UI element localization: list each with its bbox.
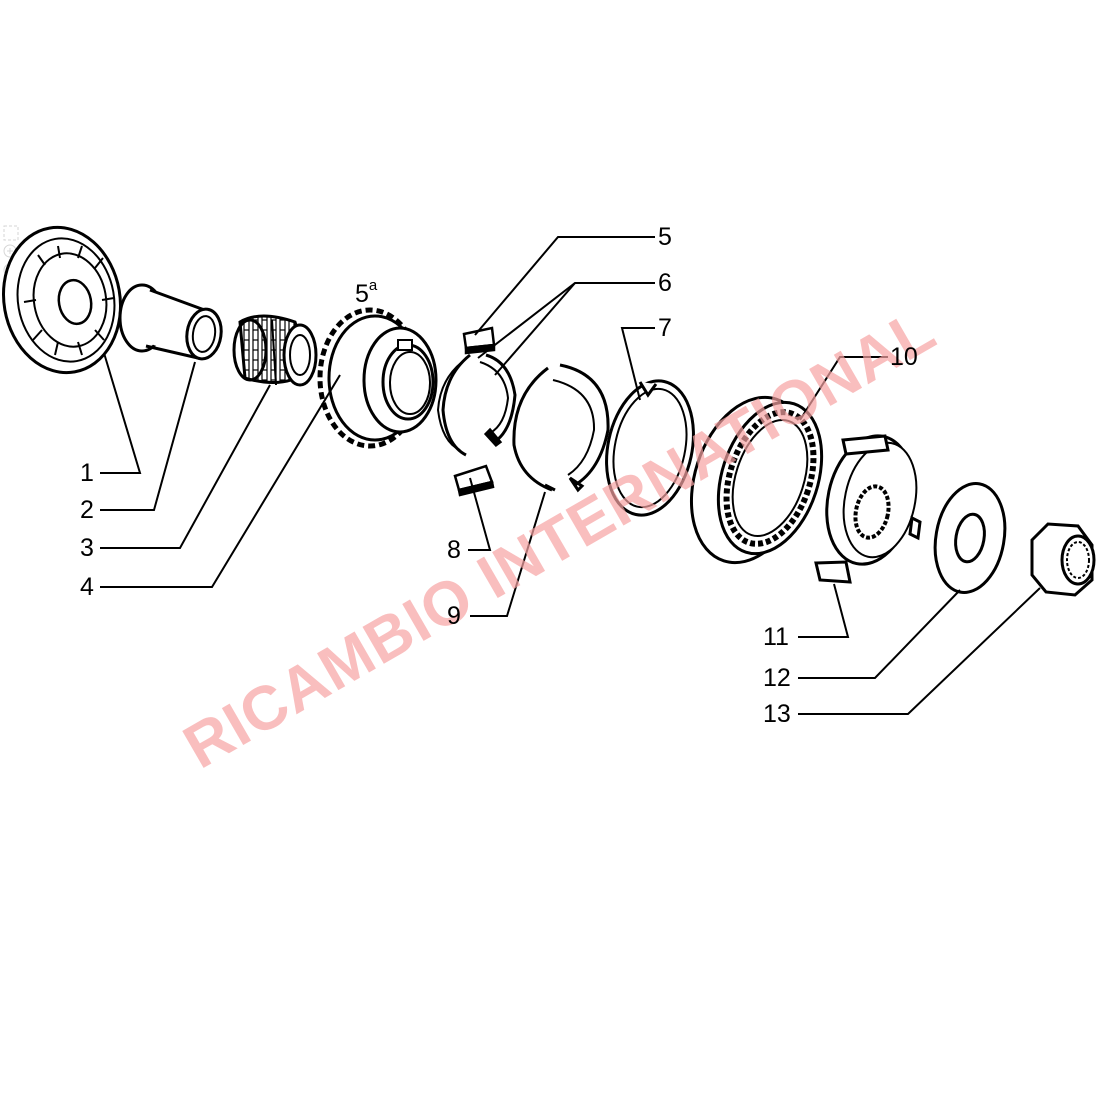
part-3-needle-roller-cage xyxy=(232,314,318,387)
part-11-synchro-hub xyxy=(814,434,922,584)
callout-5: 5 xyxy=(658,223,672,251)
part-7-thrust-ring xyxy=(605,379,695,517)
gear-label-5a: 5a xyxy=(355,277,378,308)
selection-icon[interactable] xyxy=(2,224,20,242)
callout-3: 3 xyxy=(80,534,94,562)
callout-4: 4 xyxy=(80,573,94,601)
callout-1: 1 xyxy=(80,459,94,487)
gear-label-sup: a xyxy=(369,277,378,294)
callout-12: 12 xyxy=(763,664,791,692)
part-9-synchro-band xyxy=(512,363,610,493)
leader-lines xyxy=(100,236,1041,715)
part-12-washer xyxy=(933,482,1007,594)
callout-labels: 1 2 3 4 5 6 7 8 9 10 11 12 13 5a xyxy=(80,223,918,728)
part-10-synchro-sleeve xyxy=(689,395,824,565)
callout-13: 13 xyxy=(763,700,791,728)
part-2-bushing xyxy=(118,283,223,361)
part-6-split-ring xyxy=(436,353,517,457)
callout-7: 7 xyxy=(658,314,672,342)
callout-8: 8 xyxy=(447,536,461,564)
callout-10: 10 xyxy=(890,343,918,371)
part-1-ball-bearing xyxy=(1,225,123,375)
part-8-key-bottom xyxy=(453,464,495,497)
gear-label-main: 5 xyxy=(355,280,369,308)
part-13-nut xyxy=(1030,522,1096,597)
callout-6: 6 xyxy=(658,269,672,297)
callout-11: 11 xyxy=(763,623,789,651)
callout-2: 2 xyxy=(80,496,94,524)
callout-9: 9 xyxy=(447,602,461,630)
part-4-fifth-gear xyxy=(317,307,438,449)
